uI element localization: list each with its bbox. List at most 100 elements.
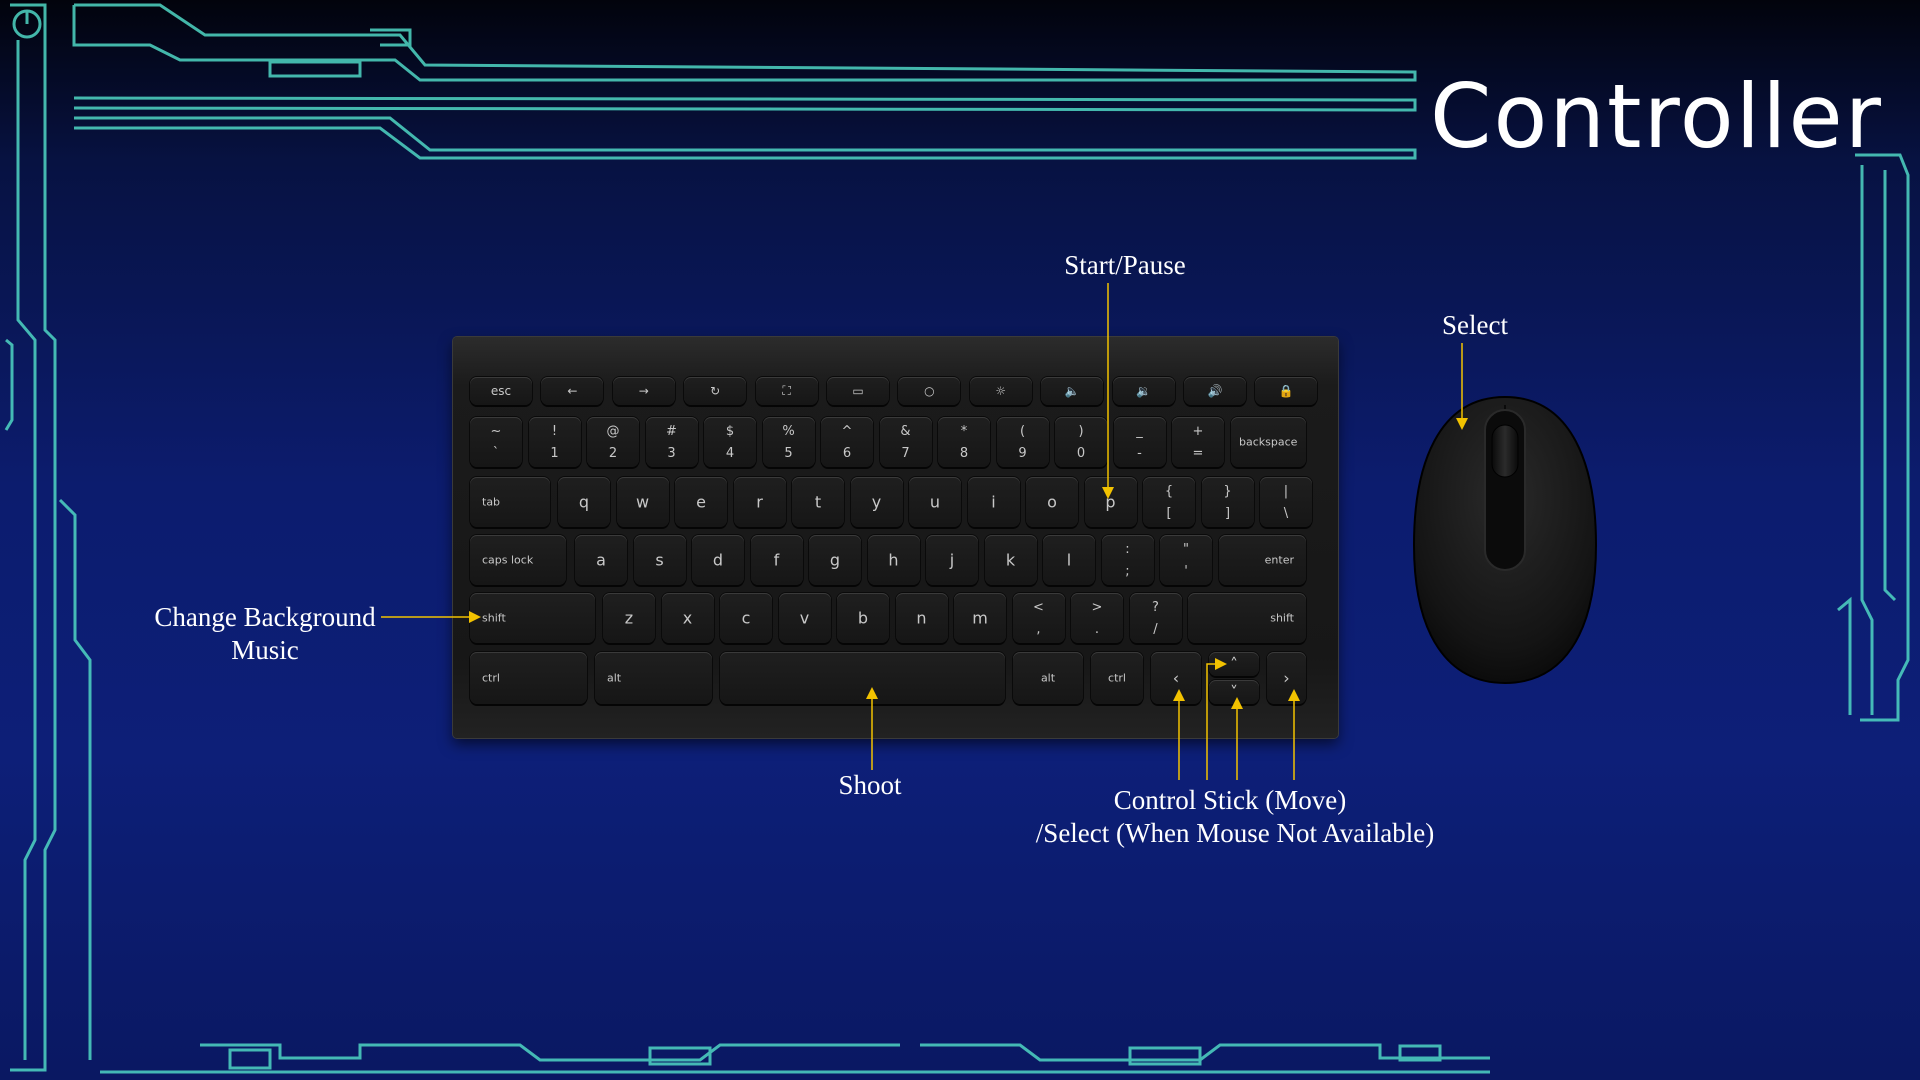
key-6[interactable]: ^6 xyxy=(821,417,873,467)
key-8[interactable]: *8 xyxy=(938,417,990,467)
key-5[interactable]: %5 xyxy=(763,417,815,467)
key-z[interactable]: z xyxy=(603,593,655,643)
key-9[interactable]: (9 xyxy=(997,417,1049,467)
forward-key-label: → xyxy=(613,384,675,398)
key-3[interactable]: #3 xyxy=(646,417,698,467)
key-f[interactable]: f xyxy=(751,535,803,585)
key-n[interactable]: n xyxy=(896,593,948,643)
refresh-key[interactable]: ↻ xyxy=(684,377,746,405)
key-p[interactable]: p xyxy=(1085,477,1137,527)
key-s[interactable]: s xyxy=(634,535,686,585)
key-2[interactable]: @2 xyxy=(587,417,639,467)
key-e[interactable]: e xyxy=(675,477,727,527)
key-quote[interactable]: "' xyxy=(1160,535,1212,585)
key-d[interactable]: d xyxy=(692,535,744,585)
key-minus[interactable]: _- xyxy=(1114,417,1166,467)
key-y[interactable]: y xyxy=(851,477,903,527)
key-q[interactable]: q xyxy=(558,477,610,527)
lock-key[interactable]: 🔒 xyxy=(1255,377,1317,405)
shift-left-key[interactable]: shift xyxy=(470,593,595,643)
key-t[interactable]: t xyxy=(792,477,844,527)
esc-key-label: esc xyxy=(470,384,532,398)
key-u-label: u xyxy=(909,493,961,512)
change-background-label-line1: Change Background xyxy=(145,601,385,634)
shift-right-key[interactable]: shift xyxy=(1188,593,1306,643)
forward-key[interactable]: → xyxy=(613,377,675,405)
mouse-image xyxy=(1412,395,1598,685)
key-u[interactable]: u xyxy=(909,477,961,527)
key-c[interactable]: c xyxy=(720,593,772,643)
fullscreen-key[interactable]: ⛶ xyxy=(756,377,818,405)
shift-right-key-label: shift xyxy=(1270,612,1294,625)
back-key[interactable]: ← xyxy=(541,377,603,405)
overview-key[interactable]: ▭ xyxy=(827,377,889,405)
key-backslash-bottom: \ xyxy=(1260,506,1312,521)
key-k[interactable]: k xyxy=(985,535,1037,585)
key-comma-top: < xyxy=(1013,600,1065,615)
control-stick-label-line2: /Select (When Mouse Not Available) xyxy=(1010,817,1460,850)
key-1[interactable]: !1 xyxy=(529,417,581,467)
arrow-down-key[interactable]: ˅ xyxy=(1209,680,1259,704)
key-4-bottom: 4 xyxy=(704,446,756,461)
volume-down-key[interactable]: 🔉 xyxy=(1113,377,1175,405)
key-r-label: r xyxy=(734,493,786,512)
fullscreen-key-label: ⛶ xyxy=(756,384,818,399)
tab-key[interactable]: tab xyxy=(470,477,550,527)
spacebar-key[interactable] xyxy=(720,652,1005,704)
key-m[interactable]: m xyxy=(954,593,1006,643)
alt-right-key[interactable]: alt xyxy=(1013,652,1083,704)
key-right-bracket[interactable]: }] xyxy=(1202,477,1254,527)
key-period[interactable]: >. xyxy=(1071,593,1123,643)
key-left-bracket[interactable]: {[ xyxy=(1143,477,1195,527)
key-4[interactable]: $4 xyxy=(704,417,756,467)
key-b[interactable]: b xyxy=(837,593,889,643)
key-7[interactable]: &7 xyxy=(880,417,932,467)
key-right-bracket-top: } xyxy=(1202,484,1254,499)
ctrl-left-key[interactable]: ctrl xyxy=(470,652,587,704)
refresh-key-label: ↻ xyxy=(684,384,746,398)
arrow-left-key-label: ‹ xyxy=(1151,669,1201,688)
arrow-left-key[interactable]: ‹ xyxy=(1151,652,1201,704)
brightness-up-key[interactable]: ☼ xyxy=(970,377,1032,405)
key-backslash[interactable]: |\ xyxy=(1260,477,1312,527)
ctrl-right-key[interactable]: ctrl xyxy=(1091,652,1143,704)
key-0[interactable]: )0 xyxy=(1055,417,1107,467)
key-tilde[interactable]: ~` xyxy=(470,417,522,467)
key-i[interactable]: i xyxy=(968,477,1020,527)
backspace-key[interactable]: backspace xyxy=(1231,417,1307,467)
volume-up-key[interactable]: 🔊 xyxy=(1184,377,1246,405)
key-6-top: ^ xyxy=(821,424,873,439)
brightness-down-key[interactable]: ○ xyxy=(898,377,960,405)
arrow-right-key[interactable]: › xyxy=(1267,652,1306,704)
key-o-label: o xyxy=(1026,493,1078,512)
key-comma[interactable]: <, xyxy=(1013,593,1065,643)
key-h[interactable]: h xyxy=(868,535,920,585)
arrow-up-key[interactable]: ˄ xyxy=(1209,652,1259,676)
key-j[interactable]: j xyxy=(926,535,978,585)
ctrl-left-key-label: ctrl xyxy=(482,672,500,685)
key-d-label: d xyxy=(692,551,744,570)
key-w[interactable]: w xyxy=(617,477,669,527)
key-equals[interactable]: += xyxy=(1172,417,1224,467)
key-o[interactable]: o xyxy=(1026,477,1078,527)
enter-key[interactable]: enter xyxy=(1219,535,1307,585)
key-q-label: q xyxy=(558,493,610,512)
key-3-bottom: 3 xyxy=(646,446,698,461)
esc-key[interactable]: esc xyxy=(470,377,532,405)
key-a[interactable]: a xyxy=(575,535,627,585)
alt-left-key[interactable]: alt xyxy=(595,652,712,704)
caps-lock-key[interactable]: caps lock xyxy=(470,535,566,585)
key-v[interactable]: v xyxy=(779,593,831,643)
key-x[interactable]: x xyxy=(662,593,714,643)
key-g[interactable]: g xyxy=(809,535,861,585)
key-minus-bottom: - xyxy=(1114,446,1166,461)
key-slash[interactable]: ?/ xyxy=(1130,593,1182,643)
key-period-top: > xyxy=(1071,600,1123,615)
key-9-top: ( xyxy=(997,424,1049,439)
mute-key[interactable]: 🔈 xyxy=(1041,377,1103,405)
key-l[interactable]: l xyxy=(1043,535,1095,585)
key-semicolon-bottom: ; xyxy=(1102,564,1154,579)
brightness-up-key-label: ☼ xyxy=(970,384,1032,398)
key-semicolon[interactable]: :; xyxy=(1102,535,1154,585)
key-r[interactable]: r xyxy=(734,477,786,527)
